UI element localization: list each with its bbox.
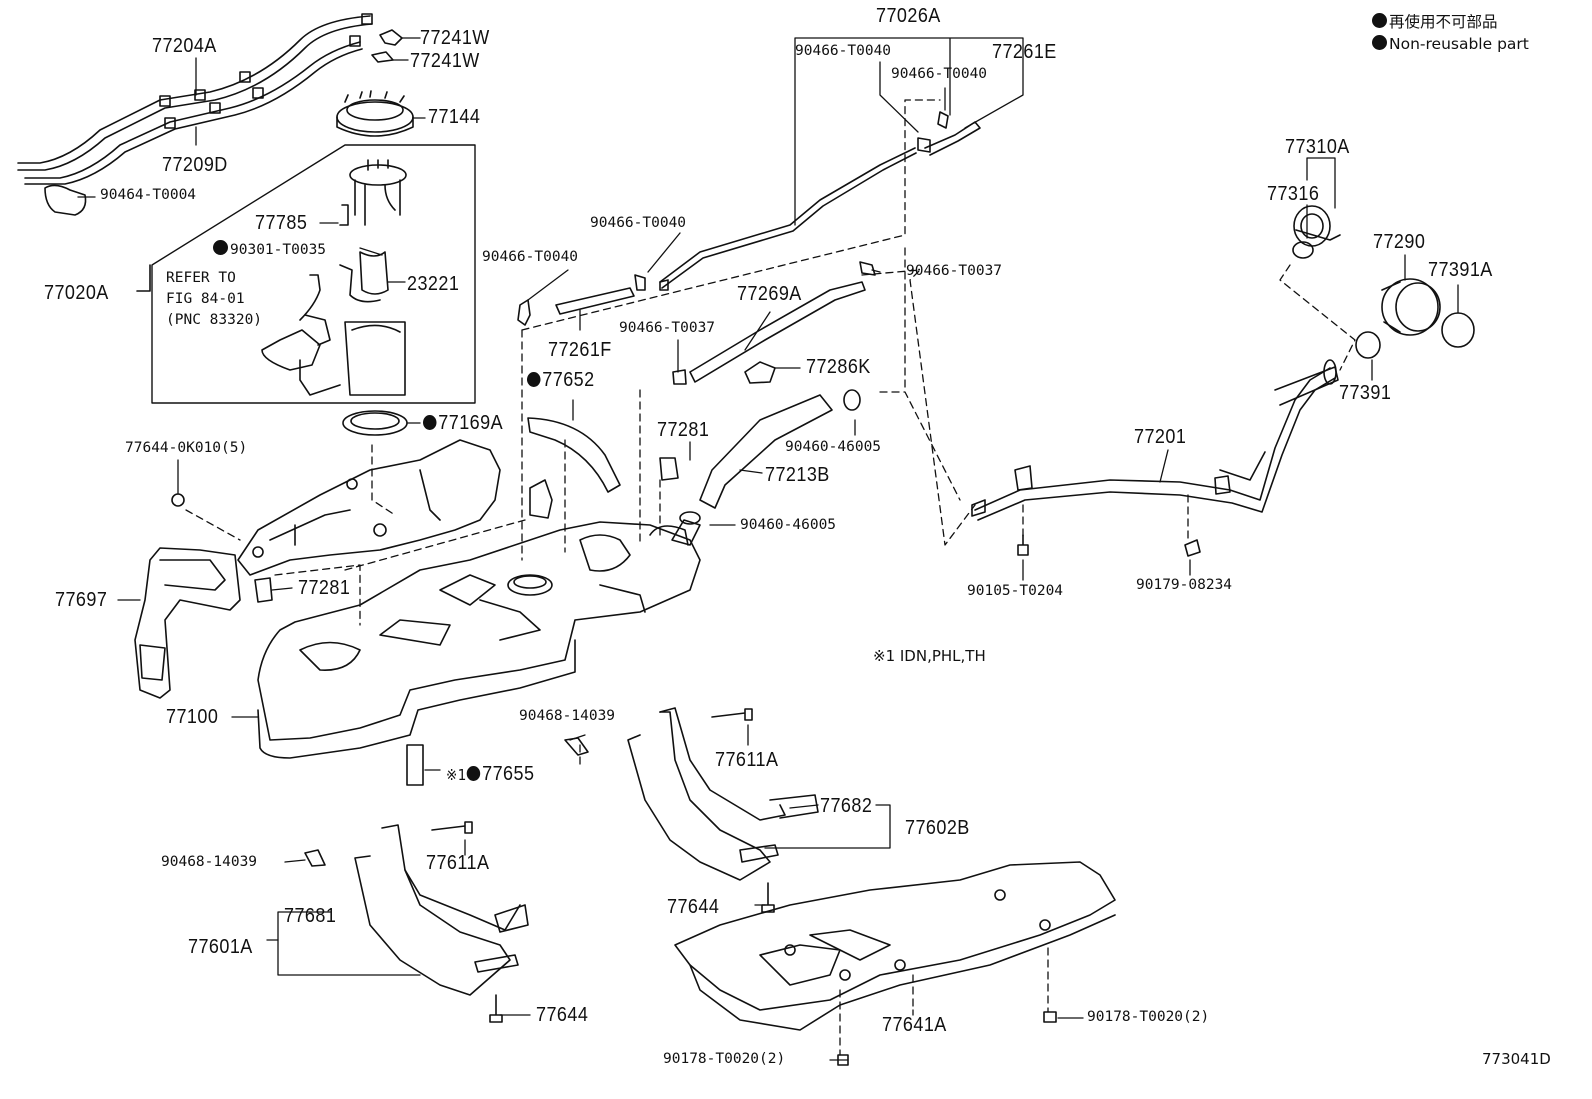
part-label: 77026A xyxy=(876,5,941,27)
part-label-nonreusable: 77169A xyxy=(423,413,503,433)
part-label: 77020A xyxy=(44,282,109,304)
legend-line-en: Non-reusable part xyxy=(1372,35,1529,53)
leader-lines xyxy=(77,37,1459,1061)
part-label: 90178-T0020(2) xyxy=(1087,1009,1210,1025)
part-label: 77144 xyxy=(428,106,481,128)
part-label: 77261F xyxy=(548,339,612,361)
part-label: 77201 xyxy=(1134,426,1187,448)
part-label: 90460-46005 xyxy=(785,439,882,455)
part-label: 90466-T0040 xyxy=(590,215,687,231)
refer-note-line1: REFER TO xyxy=(166,270,236,286)
part-label: 77281 xyxy=(657,419,710,441)
part-label: 90466-T0040 xyxy=(891,66,988,82)
non-reusable-dot-icon xyxy=(527,372,541,387)
part-label: 77241W xyxy=(420,27,490,49)
region-note: ※1 IDN,PHL,TH xyxy=(873,647,986,665)
part-label: 77391A xyxy=(1428,259,1493,281)
part-label: 90468-14039 xyxy=(161,854,258,870)
bolts xyxy=(304,534,1201,1066)
refer-note-line3: (PNC 83320) xyxy=(166,312,263,328)
part-label: 77601A xyxy=(188,936,253,958)
refer-note-line2: FIG 84-01 xyxy=(166,291,245,307)
part-label: 77100 xyxy=(166,706,219,728)
part-label: 77391 xyxy=(1339,382,1392,404)
part-label: 23221 xyxy=(407,273,460,295)
part-label: 77290 xyxy=(1373,231,1426,253)
strap-77602B xyxy=(627,707,819,881)
part-label: 90105-T0204 xyxy=(967,583,1064,599)
part-label: 90468-14039 xyxy=(519,708,616,724)
part-label: 90466-T0037 xyxy=(619,320,716,336)
hoses xyxy=(555,121,981,546)
lock-ring-77144 xyxy=(336,90,414,137)
non-reusable-dot-icon xyxy=(213,240,228,255)
non-reusable-dot-icon xyxy=(1372,35,1387,50)
fuel-cap xyxy=(1292,205,1475,359)
part-label: 77611A xyxy=(426,852,490,874)
part-label: 77310A xyxy=(1285,136,1350,158)
part-label: 90466-T0040 xyxy=(795,43,892,59)
filler-pipe-77201 xyxy=(971,359,1339,521)
part-label: 77644-0K010(5) xyxy=(125,440,248,456)
strap-protector-77652 xyxy=(527,417,621,493)
protector-77697 xyxy=(134,439,553,699)
protector-77641A xyxy=(674,861,1116,1031)
non-reusable-dot-icon xyxy=(1372,13,1387,28)
fuel-line-77204A xyxy=(17,13,373,216)
part-label: 90464-T0004 xyxy=(100,187,197,203)
part-label: 77644 xyxy=(536,1004,589,1026)
part-label: 77681 xyxy=(284,905,337,927)
part-label: 90460-46005 xyxy=(740,517,837,533)
part-label-nonreusable: 90301-T0035 xyxy=(213,240,326,258)
part-label: 77611A xyxy=(715,749,779,771)
clip-77241W xyxy=(371,29,403,63)
part-label: 77204A xyxy=(152,35,217,57)
part-label: 90466-T0040 xyxy=(482,249,579,265)
part-label: 77286K xyxy=(806,356,871,378)
fuel-pump-box xyxy=(136,144,476,404)
part-label: 77281 xyxy=(298,577,351,599)
part-label: 77682 xyxy=(820,795,873,817)
part-label: 90466-T0037 xyxy=(906,263,1003,279)
part-label: 77213B xyxy=(765,464,830,486)
clips xyxy=(171,111,949,603)
part-label: 77697 xyxy=(55,589,108,611)
part-label: 77269A xyxy=(737,283,802,305)
part-label: 77785 xyxy=(255,212,308,234)
strap-77601A xyxy=(354,824,529,996)
part-label: 77641A xyxy=(882,1014,947,1036)
dashed-leaders xyxy=(185,99,1356,1056)
part-label-nonreusable: 77652 xyxy=(527,370,595,390)
part-label: 90179-08234 xyxy=(1136,577,1233,593)
non-reusable-dot-icon xyxy=(466,766,481,781)
part-label: 77602B xyxy=(905,817,970,839)
part-label: 77316 xyxy=(1267,183,1320,205)
part-label: 77261E xyxy=(992,41,1057,63)
non-reusable-dot-icon xyxy=(423,415,437,430)
part-label: 90178-T0020(2) xyxy=(663,1051,786,1067)
protector-77655 xyxy=(406,744,424,786)
part-label: 77241W xyxy=(410,50,480,72)
part-label: 77644 xyxy=(667,896,720,918)
figure-code: 773041D xyxy=(1482,1050,1551,1068)
fuel-tank-77100 xyxy=(257,521,701,759)
legend-line-ja: 再使用不可部品 xyxy=(1372,10,1498,32)
part-label: 77209D xyxy=(162,154,228,176)
